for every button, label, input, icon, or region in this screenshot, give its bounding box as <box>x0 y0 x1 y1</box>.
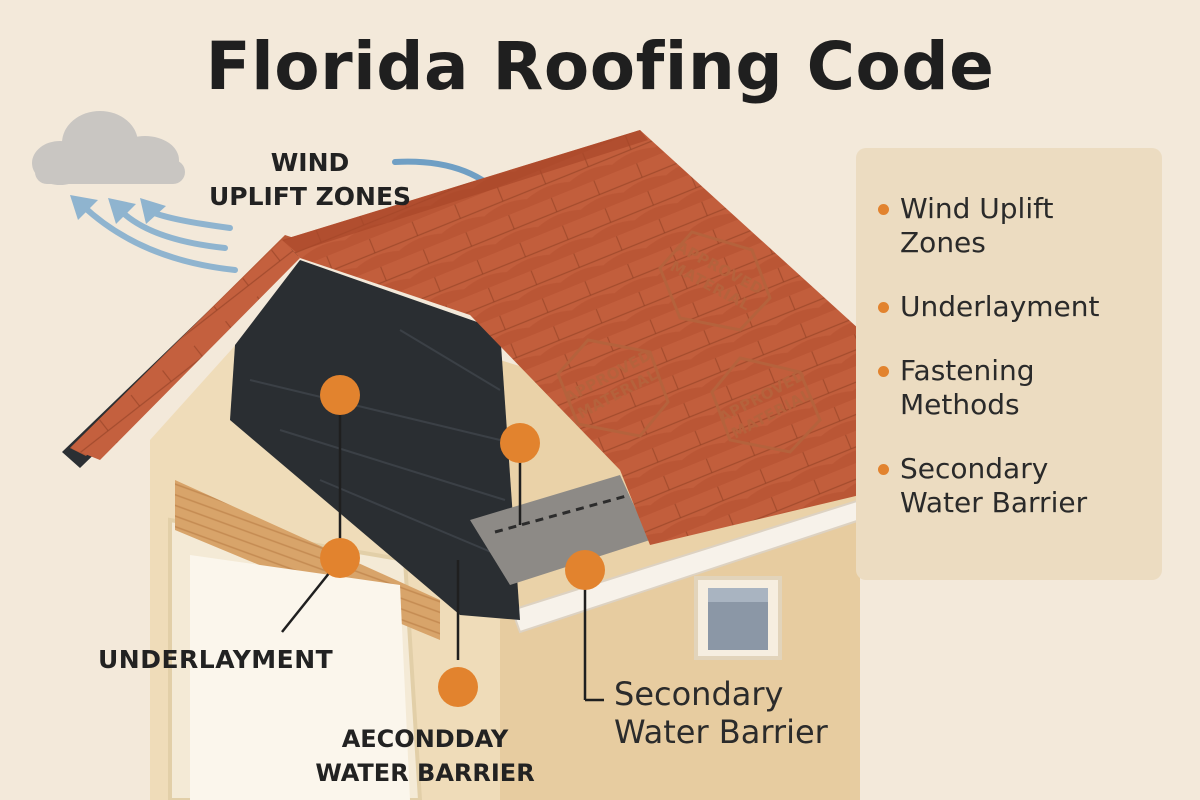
callout-secondary-line2: Water Barrier <box>614 713 828 751</box>
underlayment-layer <box>230 260 520 620</box>
bullet-icon <box>878 204 889 215</box>
page-title: Florida Roofing Code <box>205 28 995 105</box>
bullet-icon <box>878 464 889 475</box>
callout-secondary-water-barrier: Secondary Water Barrier <box>614 675 828 751</box>
wind-uplift-label: WIND UPLIFT ZONES <box>190 146 430 214</box>
tile-roof <box>282 130 860 545</box>
bullet-icon <box>878 366 889 377</box>
legend-item: Underlayment <box>878 290 1142 324</box>
approved-material-badges <box>556 230 822 454</box>
callout-lines <box>281 395 604 702</box>
wind-uplift-label-line1: WIND <box>270 148 350 177</box>
bullet-icon <box>878 302 889 313</box>
garage-door <box>190 555 410 800</box>
window <box>694 576 782 660</box>
callout-markers <box>320 375 605 707</box>
callout-underlayment: UNDERLAYMENT <box>98 645 334 674</box>
cloud-icon <box>32 111 185 185</box>
wind-arrows-icon <box>70 158 520 273</box>
callout-secondary-line1: Secondary <box>614 675 784 713</box>
callout-aecondday-line2: WATER BARRIER <box>315 759 535 787</box>
callout-aecondday-water-barrier: AECONDDAY WATER BARRIER <box>300 722 550 790</box>
callout-aecondday-line1: AECONDDAY <box>341 725 509 753</box>
wind-uplift-label-line2: UPLIFT ZONES <box>208 182 412 211</box>
